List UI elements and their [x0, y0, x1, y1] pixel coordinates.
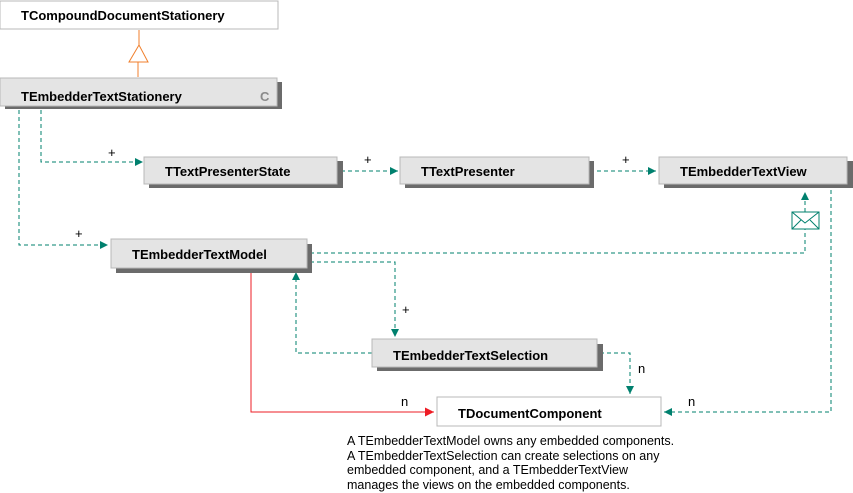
inheritance-connector	[128, 30, 149, 77]
class-box-component[interactable]: TDocumentComponent	[436, 396, 662, 427]
class-box-stationery[interactable]: TEmbedderTextStationery C	[0, 77, 282, 109]
multiplicity-label: n	[401, 394, 408, 409]
class-name: TDocumentComponent	[458, 406, 602, 421]
class-name: TTextPresenter	[421, 164, 515, 179]
multiplicity-label: n	[638, 361, 645, 376]
note-line: manages the views on the embedded compon…	[347, 477, 630, 492]
class-box-presenter-state[interactable]: TTextPresenterState	[143, 156, 343, 188]
connector-model-to-selection	[310, 261, 399, 337]
class-name: TEmbedderTextStationery	[21, 89, 183, 104]
class-box-compound[interactable]: TCompoundDocumentStationery	[0, 0, 279, 30]
class-name: TTextPresenterState	[165, 164, 290, 179]
connector-model-to-view-message	[310, 229, 806, 254]
class-name: TCompoundDocumentStationery	[21, 8, 225, 23]
connector-view-to-component	[664, 190, 832, 416]
connector-selection-to-model	[292, 272, 372, 354]
connector-stationery-to-state	[40, 110, 143, 166]
note-line: embedded component, and a TEmbedderTextV…	[347, 463, 628, 477]
connector-selection-to-component	[600, 352, 634, 394]
envelope-icon	[791, 211, 820, 230]
multiplicity-label: +	[402, 302, 410, 317]
note-line: A TEmbedderTextModel owns any embedded c…	[347, 434, 675, 448]
class-box-presenter[interactable]: TTextPresenter	[399, 156, 594, 188]
note-line: A TEmbedderTextSelection can create sele…	[347, 448, 660, 463]
class-stereotype-marker: C	[260, 89, 270, 104]
connector-model-to-component	[250, 270, 434, 417]
class-box-selection[interactable]: TEmbedderTextSelection	[371, 338, 603, 371]
class-name: TEmbedderTextSelection	[393, 348, 548, 363]
multiplicity-label: +	[75, 226, 83, 241]
multiplicity-label: n	[688, 394, 695, 409]
multiplicity-label: +	[108, 145, 116, 160]
diagram-note: A TEmbedderTextModel owns any embedded c…	[347, 434, 767, 492]
multiplicity-label: +	[622, 152, 630, 167]
class-name: TEmbedderTextView	[680, 164, 808, 179]
class-name: TEmbedderTextModel	[132, 247, 267, 262]
class-box-model[interactable]: TEmbedderTextModel	[110, 238, 312, 273]
connector-stationery-to-model	[18, 110, 108, 249]
multiplicity-label: +	[364, 152, 372, 167]
class-box-view[interactable]: TEmbedderTextView	[658, 156, 853, 188]
